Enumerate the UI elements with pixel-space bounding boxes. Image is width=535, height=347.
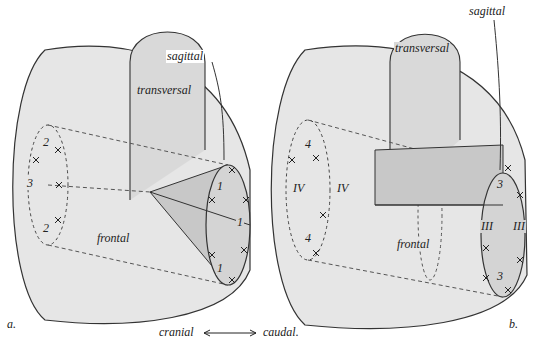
figure-letter: b. <box>508 318 519 331</box>
cross-marks <box>33 147 249 283</box>
callout-number: 1 <box>216 180 224 193</box>
cross-marks <box>289 155 523 293</box>
plane-label: transversal <box>136 84 192 97</box>
callout-number: 3 <box>26 177 34 190</box>
caudal-ring <box>206 165 250 285</box>
callout-number: III <box>512 220 526 233</box>
callout-number: 3 <box>496 270 504 283</box>
transversal-plane <box>130 32 205 200</box>
plane-label: frontal <box>396 238 430 251</box>
callout-number: III <box>480 220 494 233</box>
prism <box>375 145 503 205</box>
callout-number: 1 <box>236 216 244 229</box>
callout-number: 4 <box>304 232 312 245</box>
callout-number: 2 <box>42 222 50 235</box>
axis-line <box>150 192 250 225</box>
callout-number: 3 <box>496 178 504 191</box>
dashed-guides <box>48 125 228 285</box>
plane-label: sagittal <box>166 50 204 63</box>
plane-label: frontal <box>96 232 130 245</box>
axis-line <box>375 205 503 206</box>
callout-number: IV <box>292 182 305 195</box>
direction-label: caudal. <box>262 326 300 339</box>
dashed-guides <box>308 120 503 297</box>
caudal-ring <box>481 173 525 297</box>
direction-arrow <box>204 330 256 336</box>
callout-number: 4 <box>304 138 312 151</box>
direction-label: cranial <box>158 326 195 339</box>
leader-line <box>494 20 501 170</box>
callout-number: 2 <box>42 136 50 149</box>
callout-number: IV <box>336 182 349 195</box>
callout-number: 1 <box>216 262 224 275</box>
cranial-ring <box>286 120 330 260</box>
leader-line <box>212 62 224 160</box>
figure-letter: a. <box>6 318 17 331</box>
plane-label: sagittal <box>468 5 506 18</box>
plane-label: transversal <box>394 42 450 55</box>
